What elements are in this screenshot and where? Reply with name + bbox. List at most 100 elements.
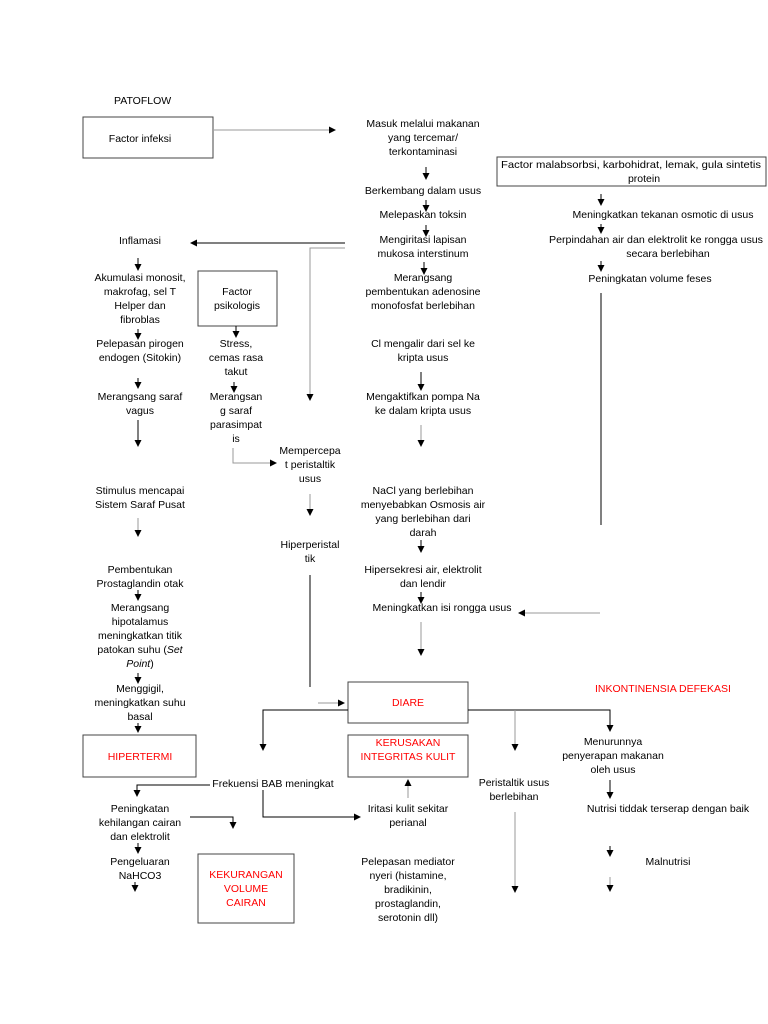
node-frekuensi-bab: Frekuensi BAB meningkat xyxy=(212,778,333,790)
diagnosis-label: INTEGRITAS KULIT xyxy=(361,751,456,763)
arrow-parasimpatis-to-peristaltik xyxy=(232,448,277,467)
label-part: ) xyxy=(150,658,154,670)
box-factor-psikologis xyxy=(197,270,278,327)
node-label: Sistem Saraf Pusat xyxy=(95,499,185,511)
node-label: Hiperperistal xyxy=(281,539,340,551)
node-label: Menggigil, xyxy=(116,683,164,695)
node-label: Menurunnya xyxy=(584,736,643,748)
node-label: vagus xyxy=(126,405,154,417)
node-label: menyebabkan Osmosis air xyxy=(361,499,486,511)
node-label: Merangsang xyxy=(111,602,170,614)
diagram-title: PATOFLOW xyxy=(114,95,171,107)
node-label: NaHCO3 xyxy=(119,870,162,882)
node-label: g saraf xyxy=(220,405,252,417)
node-label: Akumulasi monosit, xyxy=(94,272,185,284)
node-label: penyerapan makanan xyxy=(562,750,664,762)
node-label: Merangsang saraf xyxy=(98,391,183,403)
node-berkembang: Berkembang dalam usus xyxy=(365,185,481,197)
node-malnutrisi: Malnutrisi xyxy=(646,856,691,868)
node-label: Factor malabsorbsi, karbohidrat, lemak, … xyxy=(501,159,761,171)
node-pirogen: Pelepasan pirogen endogen (Sitokin) xyxy=(96,338,184,364)
node-label: terkontaminasi xyxy=(389,146,457,158)
diagnosis-label: KERUSAKAN xyxy=(376,737,441,749)
diagnosis-inkontinensia: INKONTINENSIA DEFEKASI xyxy=(595,683,731,695)
node-pompa-na: Mengaktifkan pompa Na ke dalam kripta us… xyxy=(366,391,480,417)
box-kerusakan-integritas xyxy=(347,734,469,778)
node-label: Prostaglandin otak xyxy=(97,578,185,590)
node-label: psikologis xyxy=(214,300,260,312)
connectors xyxy=(131,126,614,893)
node-hipersekresi: Hipersekresi air, elektrolit dan lendir xyxy=(364,564,481,590)
node-factor-psikologis: Factor psikologis xyxy=(214,286,260,312)
node-akumulasi: Akumulasi monosit, makrofag, sel T Helpe… xyxy=(94,272,185,326)
node-label: takut xyxy=(225,366,248,378)
label-part: patokan suhu ( xyxy=(97,644,167,656)
arrow-diare-left xyxy=(259,709,348,751)
label-italic: Set xyxy=(167,644,184,656)
node-label: ke dalam kripta usus xyxy=(375,405,471,417)
arrow-to-kekurangan xyxy=(190,816,237,829)
node-label: Peningkatan xyxy=(111,803,170,815)
node-label: endogen (Sitokin) xyxy=(99,352,181,364)
node-label: Helper dan xyxy=(114,300,166,312)
node-label: kehilangan cairan xyxy=(99,817,181,829)
diagnosis-hipertermi: HIPERTERMI xyxy=(108,751,173,763)
node-iritasi-kulit: Iritasi kulit sekitar perianal xyxy=(368,803,449,829)
node-menurunnya-penyerapan: Menurunnya penyerapan makanan oleh usus xyxy=(562,736,664,776)
node-label: mukosa interstinum xyxy=(377,248,468,260)
node-label: serotonin dll) xyxy=(378,912,438,924)
node-label: bradikinin, xyxy=(384,884,432,896)
node-label: patokan suhu (Set xyxy=(97,644,183,656)
node-perpindahan-air: Perpindahan air dan elektrolit ke rongga… xyxy=(549,234,763,260)
node-merangsang-adenosine: Merangsang pembentukan adenosine monofos… xyxy=(365,272,480,312)
node-prostaglandin: Pembentukan Prostaglandin otak xyxy=(97,564,185,590)
node-label: Perpindahan air dan elektrolit ke rongga… xyxy=(549,234,763,246)
node-peristaltik-berlebihan: Peristaltik usus berlebihan xyxy=(479,777,550,803)
node-label: Pelepasan mediator xyxy=(361,856,455,868)
node-volume-feses: Peningkatan volume feses xyxy=(588,273,711,285)
arrow-to-iritasi xyxy=(262,790,361,821)
node-label: yang tercemar/ xyxy=(388,132,458,144)
node-label: is xyxy=(232,433,240,445)
node-label: dan lendir xyxy=(400,578,447,590)
node-label: NaCl yang berlebihan xyxy=(373,485,474,497)
node-label: nyeri (histamine, xyxy=(369,870,446,882)
node-pengeluaran: Pengeluaran NaHCO3 xyxy=(110,856,170,882)
node-label: secara berlebihan xyxy=(626,248,710,260)
node-label: darah xyxy=(410,527,437,539)
node-label: pembentukan adenosine xyxy=(365,286,480,298)
node-label: berlebihan xyxy=(489,791,538,803)
node-hipotalamus: Merangsang hipotalamus meningkatkan titi… xyxy=(97,602,183,670)
node-menggigil: Menggigil, meningkatkan suhu basal xyxy=(94,683,185,723)
node-label: Stress, xyxy=(220,338,253,350)
node-label: Iritasi kulit sekitar xyxy=(368,803,449,815)
arrow-diare-right xyxy=(468,709,614,732)
arrow-to-mempercepat xyxy=(306,247,345,401)
node-mengiritasi: Mengiritasi lapisan mukosa interstinum xyxy=(377,234,468,260)
node-mempercepat-peristaltik: Mempercepa t peristaltik usus xyxy=(279,445,340,485)
node-label: perianal xyxy=(389,817,426,829)
node-hiperperistaltik: Hiperperistal tik xyxy=(281,539,340,565)
node-label: Mempercepa xyxy=(279,445,340,457)
node-label: Pengeluaran xyxy=(110,856,170,868)
node-label: prostaglandin, xyxy=(375,898,441,910)
node-label: Factor xyxy=(222,286,252,298)
node-label: Hipersekresi air, elektrolit xyxy=(364,564,481,576)
node-label: makrofag, sel T xyxy=(104,286,177,298)
box-factor-infeksi xyxy=(82,116,214,159)
node-label: meningkatkan suhu xyxy=(94,697,185,709)
node-factor-infeksi: Factor infeksi xyxy=(109,133,171,145)
arrow-frekuensi-to-kehilangan xyxy=(133,784,210,797)
node-masuk-makanan: Masuk melalui makanan yang tercemar/ ter… xyxy=(366,118,479,158)
node-label: monofosfat berlebihan xyxy=(371,300,475,312)
node-melepaskan-toksin: Melepaskan toksin xyxy=(380,209,467,221)
box-factor-malabsorbsi xyxy=(496,156,767,187)
node-label: Factor infeksi xyxy=(109,133,171,145)
node-inflamasi: Inflamasi xyxy=(119,235,161,247)
node-label: usus xyxy=(299,473,321,485)
node-tekanan-osmotic: Meningkatkan tekanan osmotic di usus xyxy=(573,209,754,221)
node-label: Stimulus mencapai xyxy=(96,485,185,497)
diagnosis-kerusakan-integritas: KERUSAKAN INTEGRITAS KULIT xyxy=(361,737,456,763)
node-saraf-parasimpatis: Merangsan g saraf parasimpat is xyxy=(210,391,263,445)
